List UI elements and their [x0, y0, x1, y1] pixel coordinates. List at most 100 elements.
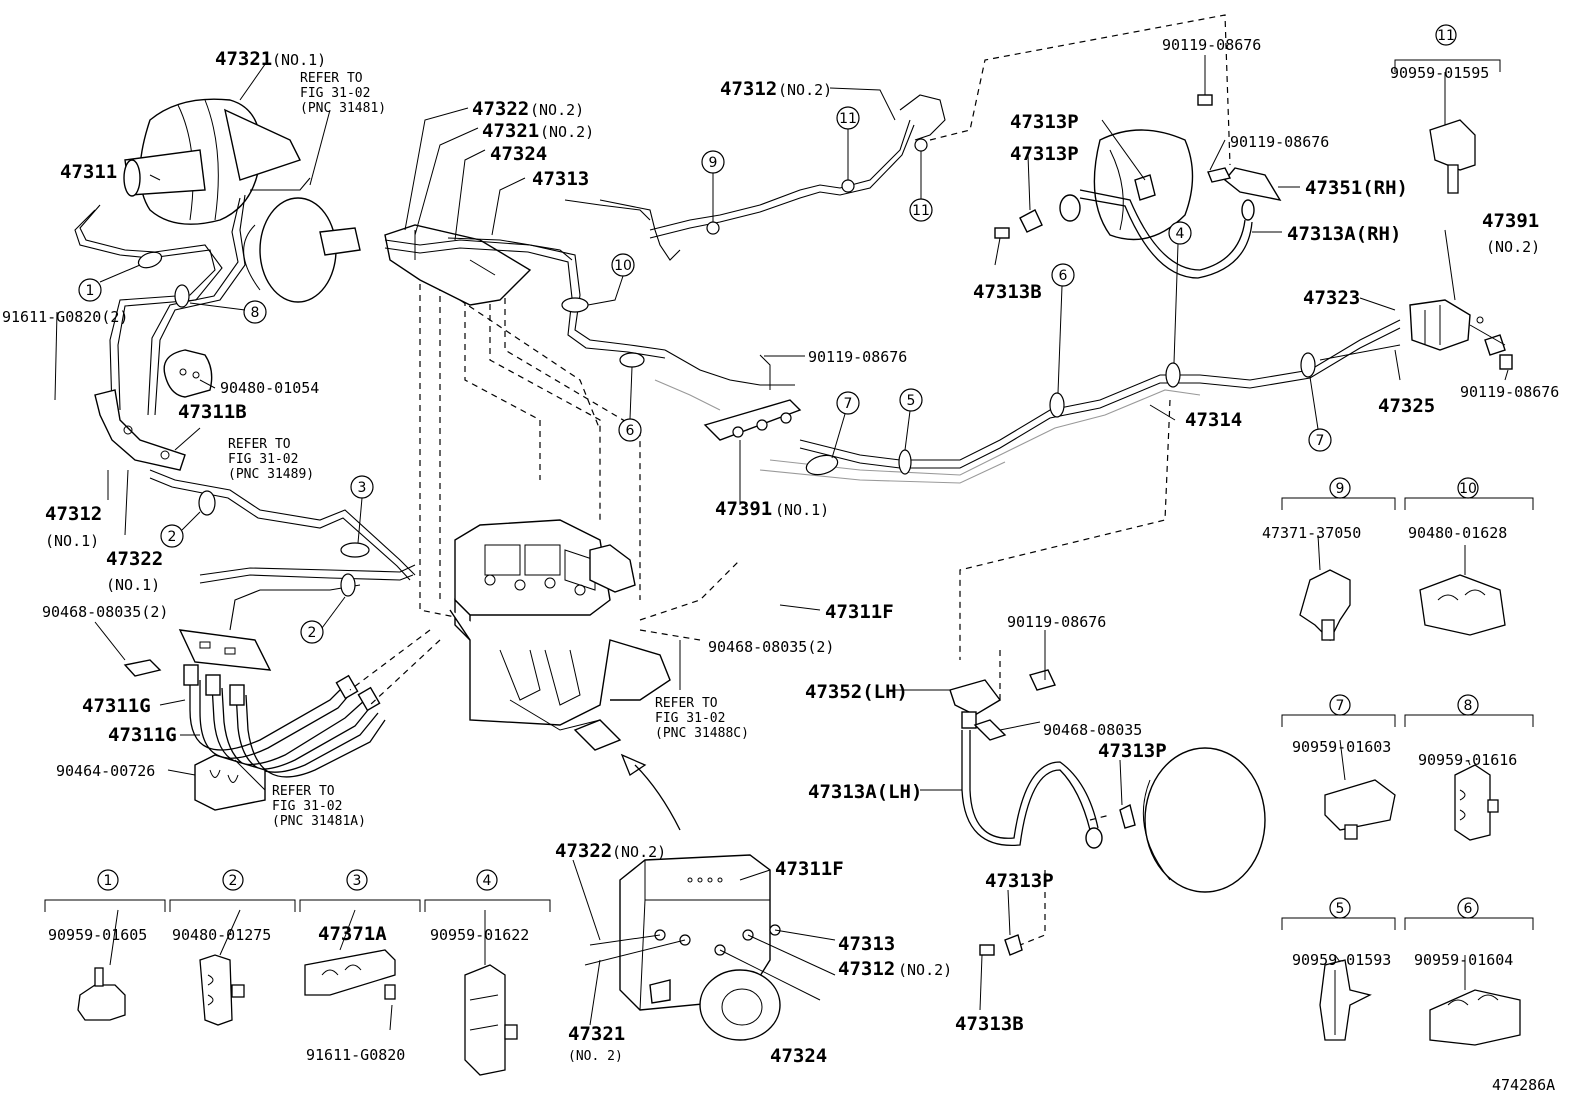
guide-dashes [929, 14, 1231, 946]
label-47313p-a: 47313P [1010, 111, 1079, 133]
tab-90468-08035 [123, 659, 162, 677]
callout-11a: 11 [836, 106, 860, 130]
svg-text:9: 9 [709, 155, 718, 171]
legend-part-11: 90959-01595 [1390, 64, 1489, 82]
figure-id: 474286A [1492, 1076, 1555, 1094]
svg-text:2: 2 [168, 529, 177, 545]
ref4-line1: REFER TO [655, 696, 718, 711]
callout-5: 5 [899, 388, 923, 412]
svg-text:9: 9 [1336, 481, 1345, 497]
legend-labels: 90959-01605 90480-01275 47371A 91611-G08… [48, 64, 1517, 1064]
label-47313b-b: 47313B [955, 1013, 1024, 1035]
wheel-cylinder-rear-left [243, 197, 361, 303]
hose-47313a-rh [1059, 189, 1255, 279]
label-47321-no1-suffix: (NO.1) [272, 51, 326, 69]
label-47313-b: 47313 [838, 933, 895, 955]
label-47321-no2-suffix: (NO.2) [540, 123, 594, 141]
svg-text:3: 3 [353, 873, 362, 889]
legend-num-8: 8 [1457, 694, 1479, 716]
brake-booster [123, 98, 301, 225]
callout-6a: 6 [618, 418, 642, 442]
label-47391-no1: 47391 [715, 498, 772, 520]
svg-text:2: 2 [229, 873, 238, 889]
label-47311g-a: 47311G [82, 695, 151, 717]
abs-actuator-main [349, 230, 741, 751]
callout-9: 9 [701, 150, 725, 174]
legend-num-3: 3 [346, 869, 368, 891]
label-47321-no2: 47321 [482, 120, 539, 142]
ref4-line3: (PNC 31488C) [655, 726, 749, 741]
label-90119-08676-rh: 90119-08676 [1230, 133, 1329, 151]
ref1-line3: (PNC 31481) [300, 101, 386, 116]
callout-2a: 2 [160, 524, 184, 548]
label-90464-00726: 90464-00726 [56, 762, 155, 780]
rail-47391-no1 [703, 354, 802, 441]
drum-lh [979, 747, 1266, 956]
label-47324: 47324 [490, 143, 547, 165]
label-47313a-rh: 47313A(RH) [1287, 223, 1401, 245]
legend-part-3: 47371A [318, 923, 387, 945]
arrow-pointer [620, 753, 681, 831]
label-47312-no2-suffix: (NO.2) [778, 81, 832, 99]
label-47322-no1: 47322 [106, 548, 163, 570]
legend-part-7: 90959-01603 [1292, 738, 1391, 756]
ref1-line1: REFER TO [300, 71, 363, 86]
label-47311b: 47311B [178, 401, 247, 423]
callout-3: 3 [350, 475, 374, 499]
label-47314: 47314 [1185, 409, 1242, 431]
label-47321-no1: 47321 [215, 48, 272, 70]
label-47391-no1-suffix: (NO.1) [775, 501, 829, 519]
bracket-47311b [94, 389, 186, 471]
label-47311f-b: 47311F [775, 858, 844, 880]
label-47352-lh: 47352(LH) [805, 681, 908, 703]
callout-10: 10 [611, 253, 635, 277]
ref2-line3: (PNC 31489) [228, 467, 314, 482]
label-47321-b: 47321 [568, 1023, 625, 1045]
label-47321-b-sub: (NO. 2) [568, 1049, 623, 1064]
ref3-line3: (PNC 31481A) [272, 814, 366, 829]
svg-text:5: 5 [1336, 901, 1345, 917]
label-47322-no1-sub: (NO.1) [106, 576, 160, 594]
svg-text:5: 5 [907, 393, 916, 409]
ref3-line2: FIG 31-02 [272, 799, 342, 814]
label-47313: 47313 [532, 168, 589, 190]
label-90119-08676-mid: 90119-08676 [808, 348, 907, 366]
label-47322-no2-suffix: (NO.2) [530, 101, 584, 119]
label-47313p-c: 47313P [1098, 740, 1167, 762]
label-47323: 47323 [1303, 287, 1360, 309]
clip-90480-01054 [163, 349, 213, 398]
bracket-47391-no2 [1409, 299, 1484, 351]
ref2-line1: REFER TO [228, 437, 291, 452]
legend-num-5: 5 [1329, 897, 1351, 919]
legend-num-7: 7 [1329, 694, 1351, 716]
svg-text:1: 1 [104, 873, 113, 889]
svg-text:1: 1 [86, 283, 95, 299]
svg-text:4: 4 [483, 873, 492, 889]
svg-text:11: 11 [1437, 28, 1455, 44]
legend-num-9: 9 [1329, 477, 1351, 499]
legend-part-1: 90959-01605 [48, 926, 147, 944]
label-90119-08676-top: 90119-08676 [1162, 36, 1261, 54]
svg-text:6: 6 [626, 423, 635, 439]
svg-text:8: 8 [1464, 698, 1473, 714]
svg-text:4: 4 [1176, 226, 1185, 242]
label-47322-no2-b-suffix: (NO.2) [612, 843, 666, 861]
label-90119-08676-lh: 90119-08676 [1007, 613, 1106, 631]
legend-part-8: 90959-01616 [1418, 751, 1517, 769]
legend-num-11: 11 [1435, 24, 1457, 46]
label-90468-08035-2b: 90468-08035(2) [708, 638, 834, 656]
label-47391-no2-sub: (NO.2) [1486, 238, 1540, 256]
legend-part-3-extra: 91611-G0820 [306, 1046, 405, 1064]
legend-part-4: 90959-01622 [430, 926, 529, 944]
svg-text:6: 6 [1464, 901, 1473, 917]
callout-4: 4 [1168, 221, 1192, 245]
label-47311g-b: 47311G [108, 724, 177, 746]
legend-num-1: 1 [97, 869, 119, 891]
callout-7a: 7 [836, 391, 860, 415]
label-47325: 47325 [1378, 395, 1435, 417]
leader-lines [54, 55, 1509, 1031]
label-91611-g0820-2: 91611-G0820(2) [2, 308, 128, 326]
svg-text:7: 7 [1316, 433, 1325, 449]
label-47313a-lh: 47313A(LH) [808, 781, 922, 803]
